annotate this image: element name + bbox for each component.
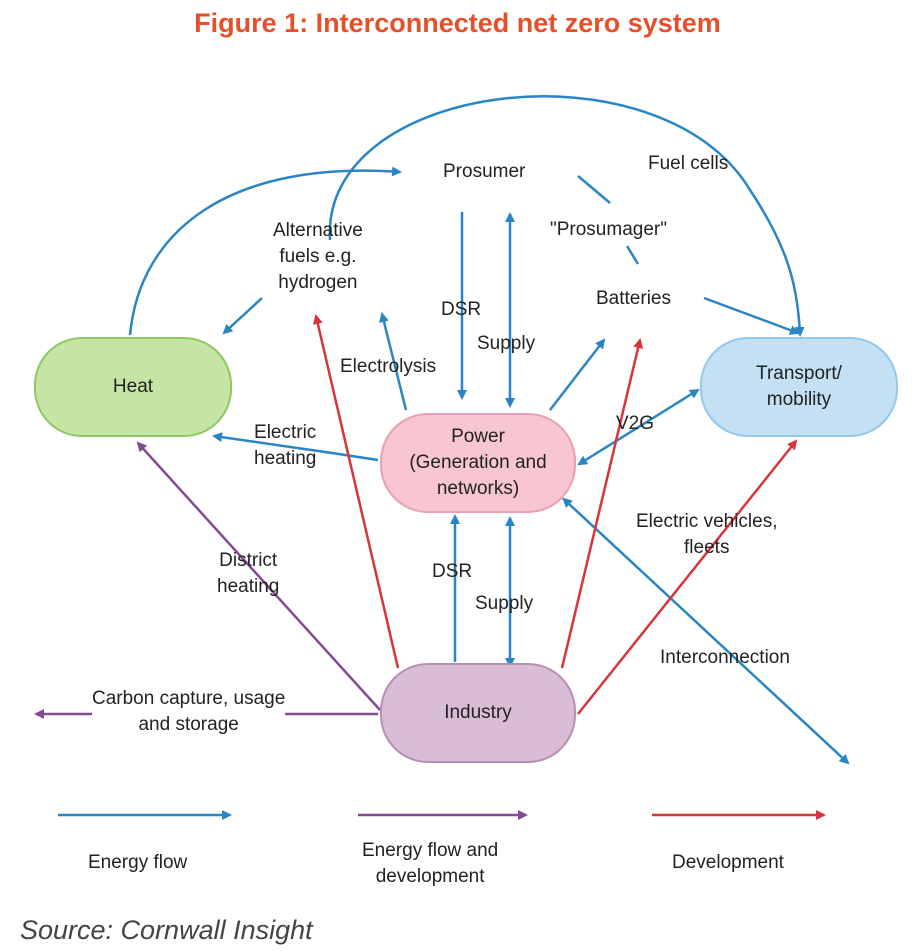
label-v2g: V2G: [616, 413, 655, 434]
arrow-industry-to-batteries: [560, 338, 644, 669]
arrow-power-to-batteries: [549, 338, 606, 411]
label-electric-heating: Electric heating: [254, 422, 317, 469]
label-ccus: Carbon capture, usage and storage: [92, 686, 286, 738]
arrow-industry-to-transport: [577, 439, 798, 715]
node-industry: Industry: [380, 663, 576, 763]
label-dsr-top: DSR: [441, 299, 482, 320]
label-district-heating: District heating: [217, 550, 280, 597]
figure-title: Figure 1: Interconnected net zero system: [194, 8, 721, 38]
legend-label-energy-flow-development: Energy flow and development: [362, 840, 499, 887]
label-alternative-fuels: Alternative fuels e.g. hydrogen: [273, 220, 363, 293]
legend-label-energy-flow: Energy flow: [88, 852, 188, 873]
label-supply-bottom: Supply: [475, 593, 534, 614]
legend-label-development: Development: [672, 852, 784, 873]
label-dsr-bottom: DSR: [432, 561, 473, 582]
line-prosumager-batteries: [625, 245, 640, 265]
label-batteries: Batteries: [596, 288, 671, 309]
node-power: Power (Generation and networks): [380, 413, 576, 513]
label-interconnection: Interconnection: [660, 647, 790, 668]
label-supply-top: Supply: [477, 333, 536, 354]
arrow-district-heating: [136, 441, 381, 711]
arrow-batteries-to-transport: [703, 296, 800, 335]
source-note: Source: Cornwall Insight: [20, 915, 313, 945]
arrow-industry-to-altfuels: [312, 314, 400, 669]
node-transport: Transport/ mobility: [700, 337, 898, 437]
arrow-electric-heating: [212, 432, 379, 462]
arrow-interconnection: [562, 497, 850, 765]
label-electrolysis: Electrolysis: [340, 356, 437, 377]
arrow-heat-to-prosumer: [128, 166, 402, 336]
label-prosumager: "Prosumager": [550, 219, 667, 240]
arrow-v2g: [577, 388, 700, 466]
arrow-electrolysis: [379, 312, 408, 411]
label-prosumer: Prosumer: [443, 161, 526, 182]
arrow-fuelcells-to-transport: [328, 95, 805, 337]
arrow-altfuels-to-heat: [222, 297, 263, 335]
label-electric-vehicles: Electric vehicles, fleets: [636, 511, 778, 558]
node-heat: Heat: [34, 337, 232, 437]
label-fuel-cells: Fuel cells: [648, 153, 729, 174]
line-prosumer-prosumager: [577, 175, 611, 204]
